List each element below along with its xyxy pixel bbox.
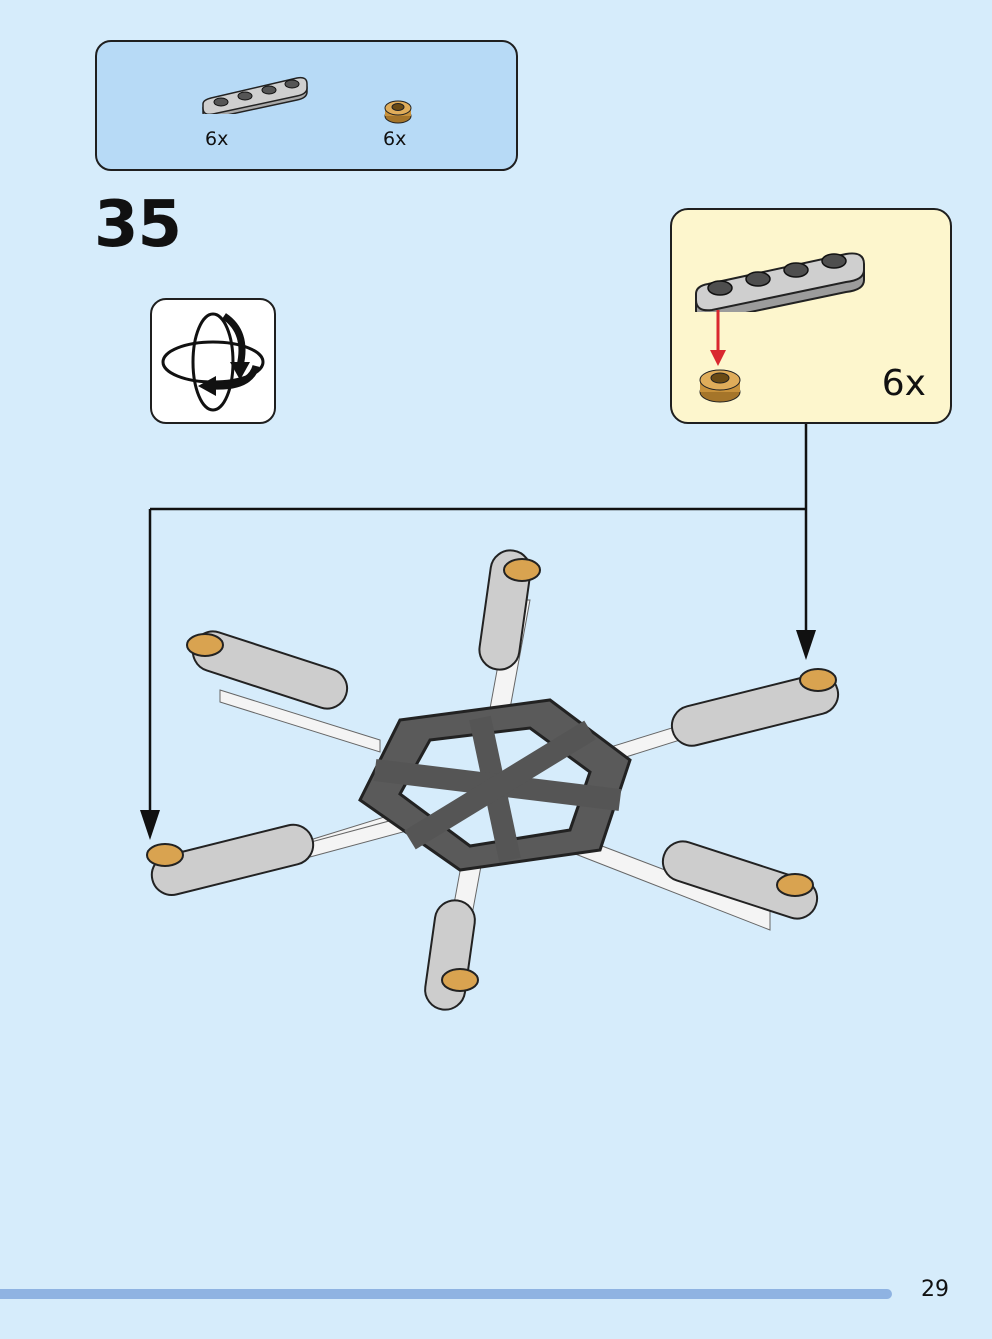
grey-plate-1x4-rounded-icon bbox=[202, 76, 308, 114]
part-2-quantity: 6x bbox=[383, 128, 407, 150]
red-down-arrow-icon bbox=[710, 310, 726, 366]
rotate-model-box bbox=[150, 298, 276, 424]
arrow-down-icon bbox=[796, 630, 816, 660]
gold-round-tiles bbox=[146, 558, 837, 992]
hexagonal-frame-model bbox=[146, 549, 840, 1011]
step-number: 35 bbox=[94, 188, 182, 262]
arrow-down-icon bbox=[140, 810, 160, 840]
part-1-quantity: 6x bbox=[205, 128, 229, 150]
grey-plate-1x4-rounded-icon bbox=[695, 252, 865, 312]
parts-list-box: 6x 6x bbox=[95, 40, 518, 171]
page-number: 29 bbox=[921, 1277, 949, 1302]
gold-round-tile-icon bbox=[699, 369, 741, 403]
sub-assembly-quantity: 6x bbox=[881, 363, 926, 404]
rotate-model-icon bbox=[161, 312, 265, 412]
page-footer-bar bbox=[0, 1289, 892, 1299]
gold-round-tile-icon bbox=[384, 100, 412, 124]
sub-assembly-box: 6x bbox=[670, 208, 952, 424]
callout-lines bbox=[140, 424, 816, 840]
dark-grey-hex-frame bbox=[358, 698, 632, 872]
